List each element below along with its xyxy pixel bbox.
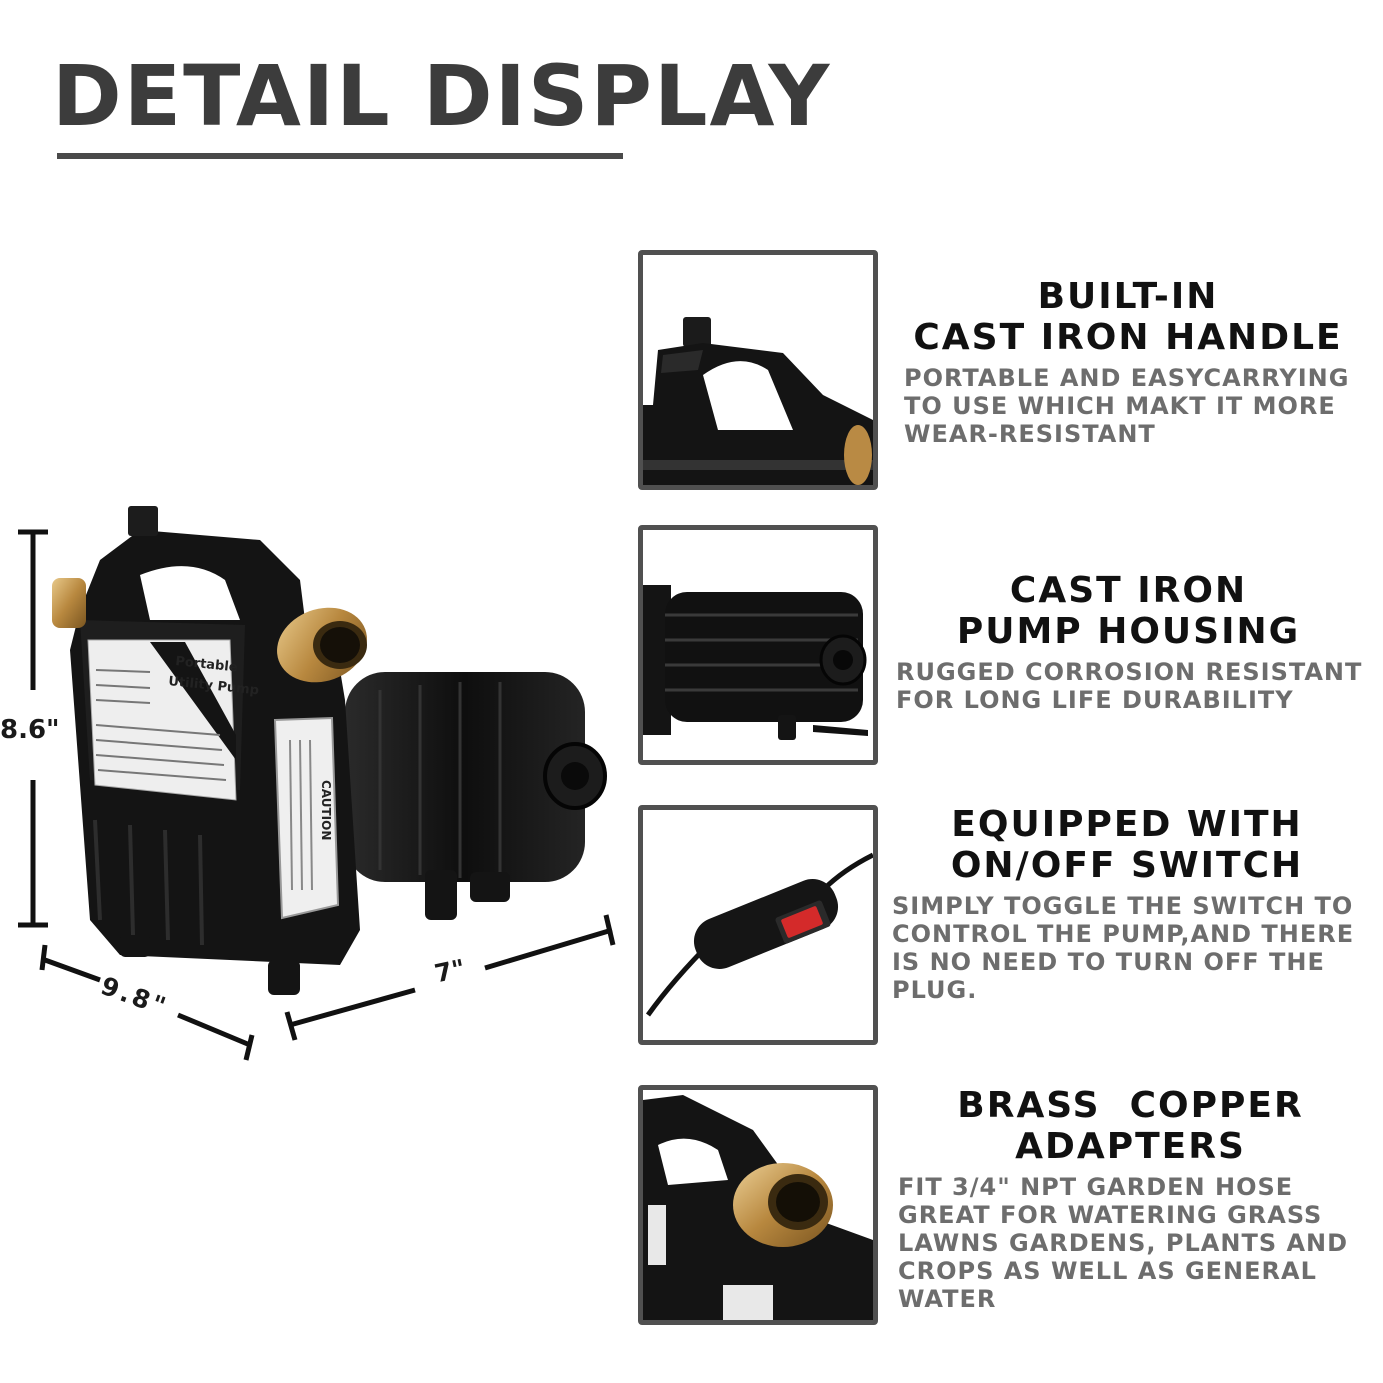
title-underline bbox=[57, 153, 623, 159]
feature-adapters-title-line-1: BRASS COPPER bbox=[957, 1085, 1304, 1126]
thumb-cast-iron-handle bbox=[638, 250, 878, 490]
feature-switch: EQUIPPED WITH ON/OFF SWITCH SIMPLY TOGGL… bbox=[892, 804, 1362, 1004]
switch-photo bbox=[643, 810, 873, 1040]
feature-handle-desc: PORTABLE AND EASYCARRYING TO USE WHICH M… bbox=[904, 364, 1358, 448]
page-title: DETAIL DISPLAY bbox=[52, 47, 832, 145]
brass-fitting-left bbox=[52, 578, 86, 628]
feature-housing-desc-line-1: RUGGED CORROSION RESISTANT bbox=[896, 658, 1363, 686]
feature-handle-title-line-2: CAST IRON HANDLE bbox=[913, 317, 1343, 358]
feature-switch-title-line-2: ON/OFF SWITCH bbox=[950, 845, 1304, 886]
width-dimension: 7" bbox=[432, 953, 468, 989]
feature-adapters-desc-line-2: GREAT FOR WATERING GRASS bbox=[898, 1201, 1323, 1229]
feature-handle-desc-line-1: PORTABLE AND EASYCARRYING bbox=[904, 364, 1350, 392]
feature-switch-desc-line-3: IS NO NEED TO TURN OFF THE bbox=[892, 948, 1325, 976]
feature-housing-title: CAST IRON PUMP HOUSING bbox=[896, 570, 1361, 652]
feature-switch-title: EQUIPPED WITH ON/OFF SWITCH bbox=[892, 804, 1362, 886]
feature-switch-desc-line-2: CONTROL THE PUMP,AND THERE bbox=[892, 920, 1355, 948]
feature-handle-desc-line-2: TO USE WHICH MAKT IT MORE bbox=[904, 392, 1336, 420]
feature-housing-title-line-1: CAST IRON bbox=[1009, 570, 1248, 611]
feature-housing-desc: RUGGED CORROSION RESISTANT FOR LONG LIFE… bbox=[896, 658, 1361, 714]
height-dimension: 8.6" bbox=[0, 715, 60, 745]
thumb-brass-adapter bbox=[638, 1085, 878, 1325]
feature-adapters-desc: FIT 3/4" NPT GARDEN HOSE GREAT FOR WATER… bbox=[898, 1173, 1363, 1313]
feature-handle-desc-line-3: WEAR-RESISTANT bbox=[904, 420, 1156, 448]
feature-housing-desc-line-2: FOR LONG LIFE DURABILITY bbox=[896, 686, 1294, 714]
brass-adapter-photo bbox=[643, 1090, 873, 1320]
feature-switch-desc-line-1: SIMPLY TOGGLE THE SWITCH TO bbox=[892, 892, 1354, 920]
handle-photo bbox=[643, 255, 873, 485]
feature-adapters-desc-line-4: CROPS AS WELL AS GENERAL bbox=[898, 1257, 1317, 1285]
pump-caution-label: CAUTION bbox=[273, 716, 340, 920]
brass-fitting-right bbox=[277, 607, 367, 683]
thumb-pump-housing bbox=[638, 525, 878, 765]
feature-switch-desc: SIMPLY TOGGLE THE SWITCH TO CONTROL THE … bbox=[892, 892, 1362, 1004]
feature-housing: CAST IRON PUMP HOUSING RUGGED CORROSION … bbox=[896, 570, 1361, 714]
feature-adapters-desc-line-1: FIT 3/4" NPT GARDEN HOSE bbox=[898, 1173, 1294, 1201]
pump-motor bbox=[345, 672, 607, 920]
feature-handle: BUILT-IN CAST IRON HANDLE PORTABLE AND E… bbox=[898, 276, 1358, 448]
feature-switch-title-line-1: EQUIPPED WITH bbox=[951, 804, 1303, 845]
feature-housing-title-line-2: PUMP HOUSING bbox=[956, 611, 1301, 652]
feature-handle-title-line-1: BUILT-IN bbox=[1037, 276, 1219, 317]
dimension-lines bbox=[18, 529, 616, 1061]
feature-adapters-desc-line-3: LAWNS GARDENS, PLANTS AND bbox=[898, 1229, 1349, 1257]
pump-main-image: Portable Utility Pump CAUTION bbox=[18, 506, 616, 1061]
feature-adapters-title-line-2: ADAPTERS bbox=[1015, 1126, 1246, 1167]
pump-instruction-label: Portable Utility Pump bbox=[87, 639, 260, 801]
caution-text: CAUTION bbox=[319, 780, 333, 840]
feature-adapters: BRASS COPPER ADAPTERS FIT 3/4" NPT GARDE… bbox=[898, 1085, 1363, 1313]
housing-photo bbox=[643, 530, 873, 760]
feature-adapters-title: BRASS COPPER ADAPTERS bbox=[898, 1085, 1363, 1167]
label-title-1: Portable bbox=[175, 654, 239, 675]
feature-handle-title: BUILT-IN CAST IRON HANDLE bbox=[898, 276, 1358, 358]
thumb-on-off-switch bbox=[638, 805, 878, 1045]
feature-switch-desc-line-4: PLUG. bbox=[892, 976, 978, 1004]
feature-adapters-desc-line-5: WATER bbox=[898, 1285, 997, 1313]
